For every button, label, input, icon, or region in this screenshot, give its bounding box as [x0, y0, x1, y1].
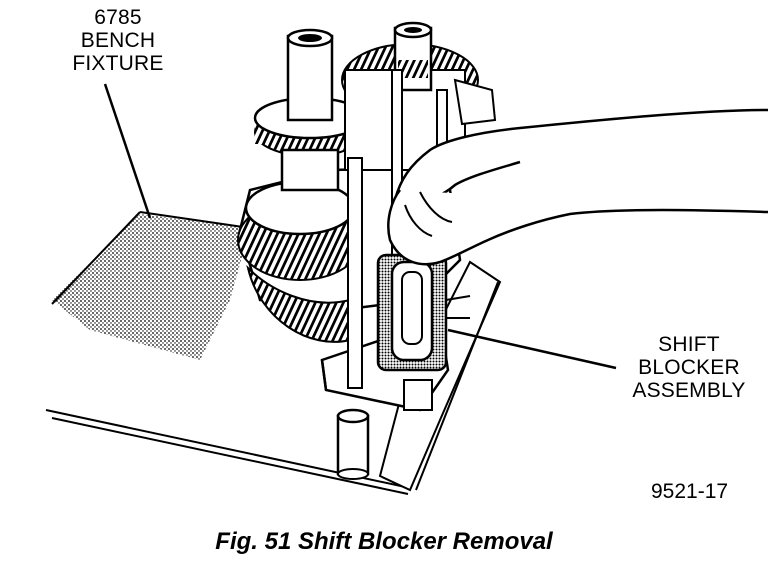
bench-fixture-label: 6785 BENCH FIXTURE [72, 6, 164, 75]
shift-blocker-assembly [376, 253, 471, 372]
input-shaft [280, 28, 340, 192]
fixture-post [336, 408, 370, 480]
figure-id: 9521-17 [651, 480, 729, 503]
figure-caption: Fig. 51 Shift Blocker Removal [215, 528, 553, 555]
shift-blocker-leader [447, 328, 617, 370]
shift-blocker-label: SHIFT BLOCKER ASSEMBLY [632, 333, 746, 402]
hands [387, 108, 768, 266]
bench-fixture-leader [103, 83, 152, 219]
